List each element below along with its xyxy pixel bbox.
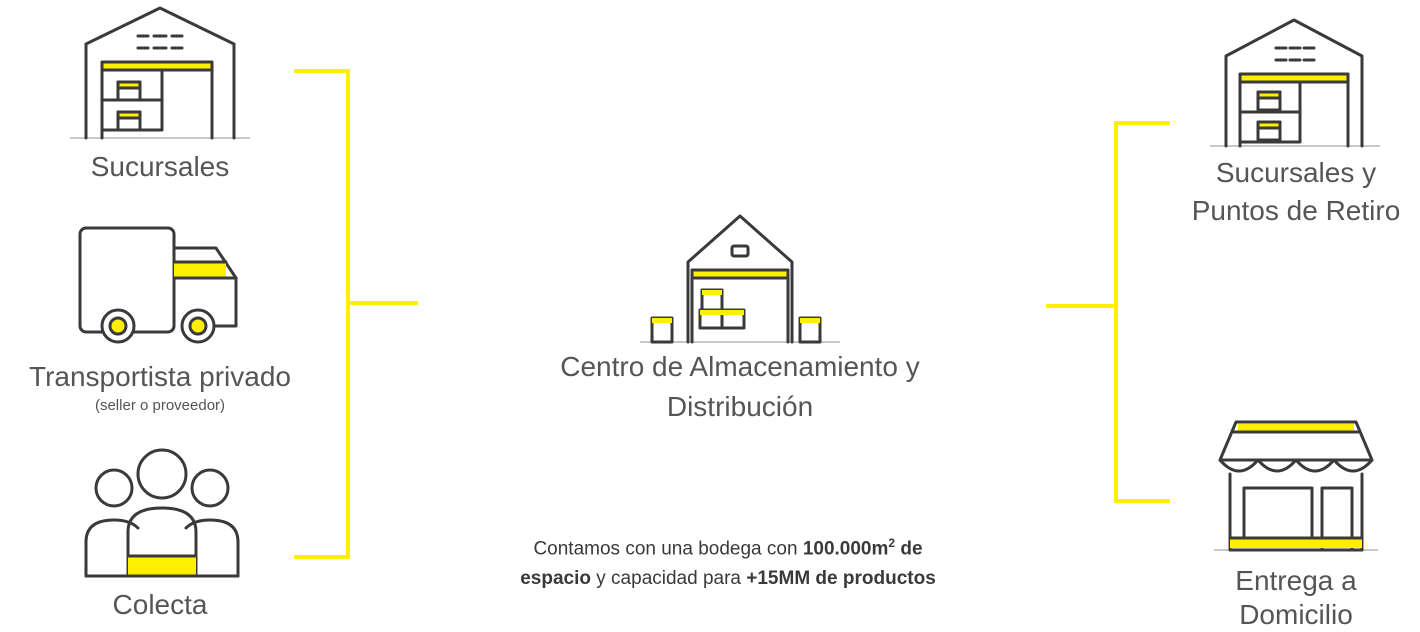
right-label-sucursales-line2: Puntos de Retiro <box>1191 195 1401 226</box>
center-label-line2: Distribución <box>666 391 814 422</box>
left-label-colecta: Colecta <box>112 589 208 620</box>
left-bracket <box>294 69 418 559</box>
warehouse-icon <box>1210 18 1380 148</box>
left-sublabel-transportista: (seller o proveedor) <box>94 397 226 414</box>
right-label-sucursales-line1: Sucursales y <box>1215 157 1377 188</box>
warehouse-icon <box>70 6 250 140</box>
right-label-entrega-line2: Domicilio <box>1239 599 1353 630</box>
storefront-icon <box>1214 420 1378 552</box>
capacity-note: Contamos con una bodega con 100.000m2 de… <box>520 536 936 590</box>
left-label-sucursales: Sucursales <box>90 151 230 182</box>
distribution-center-icon <box>640 214 840 344</box>
right-bracket <box>1046 121 1170 503</box>
left-label-transportista: Transportista privado <box>29 361 291 392</box>
people-group-icon <box>84 448 240 578</box>
center-label-line1: Centro de Almacenamiento y <box>560 351 920 382</box>
truck-icon <box>78 226 238 344</box>
right-label-entrega-line1: Entrega a <box>1235 565 1357 596</box>
